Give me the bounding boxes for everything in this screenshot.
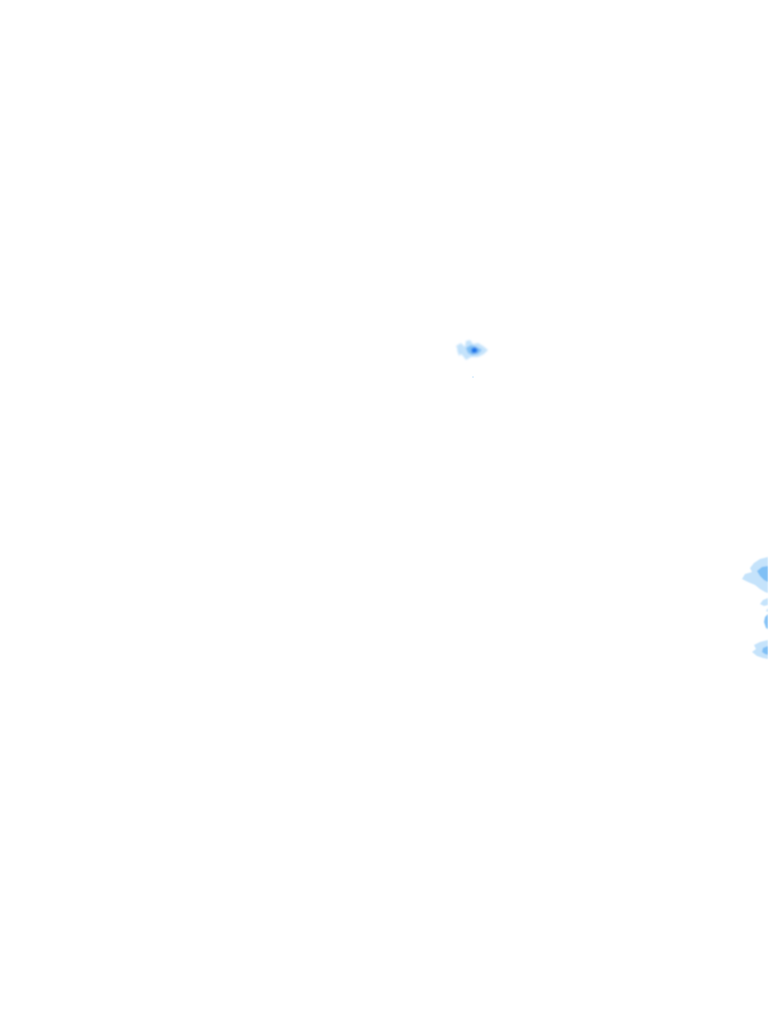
precipitation-cell-center <box>456 340 488 360</box>
precipitation-band-east <box>742 557 768 659</box>
precipitation-speck <box>472 376 474 378</box>
